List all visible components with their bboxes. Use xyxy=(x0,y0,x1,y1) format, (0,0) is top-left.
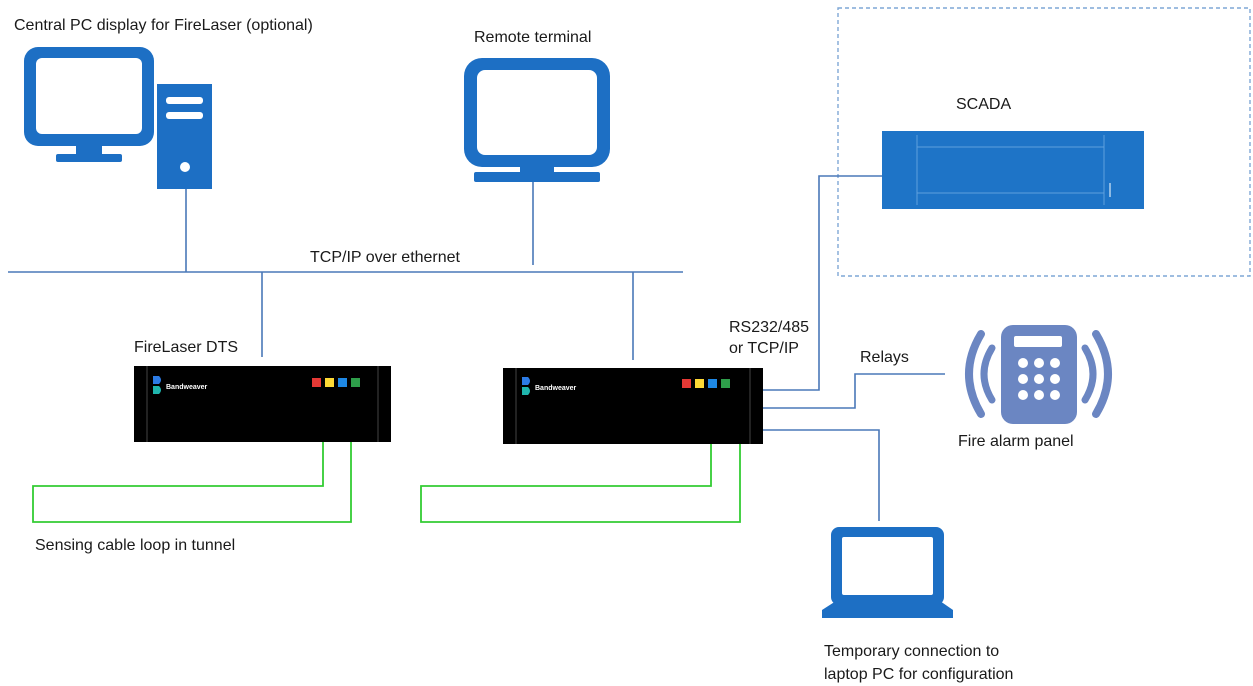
status-led-green xyxy=(721,379,730,388)
laptop-link xyxy=(763,429,880,521)
relays-label: Relays xyxy=(860,349,909,366)
sensing-cable-label: Sensing cable loop in tunnel xyxy=(35,537,235,554)
remote-terminal-icon xyxy=(464,58,610,182)
firelaser-dts-1: Bandweaver xyxy=(134,366,391,442)
tcp-ip-label: TCP/IP over ethernet xyxy=(310,249,461,266)
brand-logo-icon xyxy=(153,376,161,384)
laptop-icon xyxy=(822,527,953,618)
central-pc-label: Central PC display for FireLaser (option… xyxy=(14,17,313,34)
rs232-label-line2: or TCP/IP xyxy=(729,340,799,357)
status-led-red xyxy=(312,378,321,387)
scada-device xyxy=(882,131,1144,209)
brand-name: Bandweaver xyxy=(535,385,577,392)
firelaser-dts-2: Bandweaver xyxy=(503,368,763,444)
sensing-cable-loop-2 xyxy=(420,444,741,523)
status-led-blue xyxy=(708,379,717,388)
scada-zone xyxy=(837,7,1251,277)
brand-name: Bandweaver xyxy=(166,384,208,391)
laptop-label-line1: Temporary connection to xyxy=(824,643,999,660)
scada-link xyxy=(763,175,882,391)
status-led-green xyxy=(351,378,360,387)
sensing-cable-loop-1 xyxy=(32,442,352,523)
rs232-label-line1: RS232/485 xyxy=(729,319,809,336)
central-pc-icon xyxy=(24,47,212,189)
network-lines xyxy=(8,175,945,521)
relays-link xyxy=(763,373,945,409)
remote-terminal-label: Remote terminal xyxy=(474,29,591,46)
fire-alarm-panel-label: Fire alarm panel xyxy=(958,433,1074,450)
fire-alarm-panel-icon xyxy=(965,325,1112,424)
firelaser-dts-label: FireLaser DTS xyxy=(134,339,238,356)
sensing-cable-loops xyxy=(32,442,741,523)
status-led-yellow xyxy=(325,378,334,387)
brand-logo-icon xyxy=(522,377,530,385)
scada-label: SCADA xyxy=(956,96,1011,113)
status-led-red xyxy=(682,379,691,388)
laptop-label-line2: laptop PC for configuration xyxy=(824,666,1013,683)
status-led-blue xyxy=(338,378,347,387)
status-led-yellow xyxy=(695,379,704,388)
